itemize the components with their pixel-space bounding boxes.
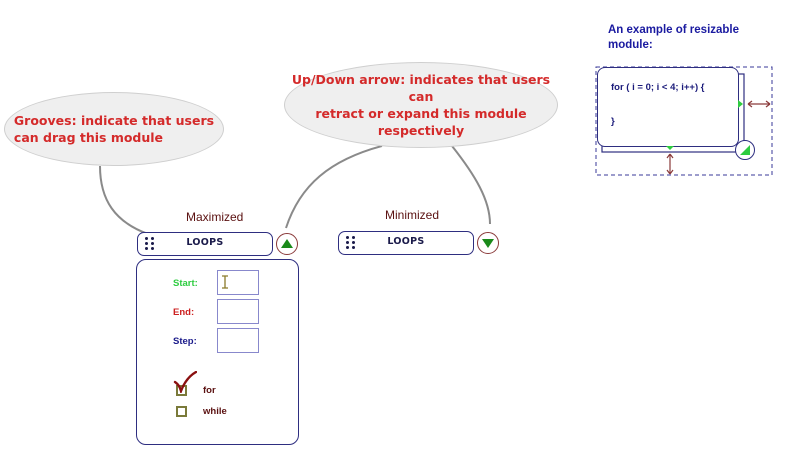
- for-label: for: [203, 385, 216, 396]
- code-line-2: }: [611, 116, 615, 127]
- arrow-callout-line1: Up/Down arrow: indicates that users can: [291, 72, 551, 104]
- resizable-example-title-line1: An example of resizable: [608, 24, 740, 36]
- arrow-callout-line2: retract or expand this module respective…: [315, 106, 527, 138]
- grooves-icon[interactable]: [145, 237, 157, 251]
- minimized-module-header[interactable]: LOOPS: [338, 231, 474, 255]
- arrow-callout: Up/Down arrow: indicates that users can …: [284, 62, 558, 148]
- code-line-1: for ( i = 0; i < 4; i++) {: [611, 82, 705, 93]
- grooves-connector: [99, 165, 149, 235]
- up-arrow-icon: [281, 239, 293, 248]
- grooves-callout: Grooves: indicate that users can drag th…: [4, 92, 224, 166]
- resize-horizontal-icon[interactable]: [738, 96, 772, 112]
- resize-corner-icon: [740, 145, 750, 155]
- grooves-icon[interactable]: [346, 236, 358, 250]
- resize-vertical-icon[interactable]: [662, 146, 678, 176]
- resizable-code-module[interactable]: for ( i = 0; i < 4; i++) { }: [597, 67, 739, 147]
- expand-button[interactable]: [477, 232, 499, 254]
- down-arrow-connector: [451, 145, 491, 225]
- step-field[interactable]: [217, 328, 259, 353]
- text-cursor-icon: [222, 275, 228, 289]
- start-label: Start:: [173, 278, 198, 289]
- minimized-module-title: LOOPS: [387, 236, 425, 247]
- collapse-button[interactable]: [276, 233, 298, 255]
- grooves-callout-line2: can drag this module: [13, 130, 164, 145]
- down-arrow-icon: [482, 239, 494, 248]
- start-field[interactable]: [217, 270, 259, 295]
- maximized-module-panel: Start: End: Step: for while: [136, 259, 299, 445]
- grooves-callout-line1: Grooves: indicate that users: [13, 113, 215, 128]
- up-arrow-connector: [285, 145, 383, 229]
- end-field[interactable]: [217, 299, 259, 324]
- resizable-example-title-line2: module:: [608, 39, 653, 51]
- checkmark-icon: [173, 371, 197, 393]
- minimized-caption: Minimized: [385, 208, 440, 222]
- resizable-example-title: An example of resizable module:: [608, 23, 739, 53]
- resize-corner-button[interactable]: [735, 140, 755, 160]
- step-label: Step:: [173, 336, 197, 347]
- while-label: while: [203, 406, 227, 417]
- maximized-module-title: LOOPS: [186, 237, 224, 248]
- maximized-module-header[interactable]: LOOPS: [137, 232, 273, 256]
- while-checkbox[interactable]: [176, 406, 187, 417]
- maximized-caption: Maximized: [186, 210, 244, 224]
- end-label: End:: [173, 307, 195, 318]
